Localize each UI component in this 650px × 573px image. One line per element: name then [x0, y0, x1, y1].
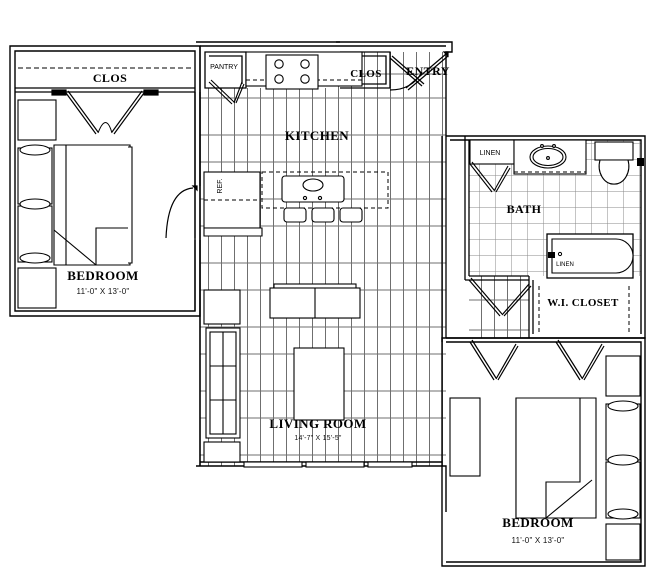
pillow-lower: [607, 508, 639, 520]
room-label-living-room: LIVING ROOM: [269, 416, 366, 431]
linen-closet-upper-door: [469, 161, 511, 193]
nightstand-upper: [605, 355, 641, 397]
kitchen-island: [281, 175, 345, 203]
living-room-furniture: [203, 283, 361, 463]
pillow-lower: [19, 252, 51, 264]
toilet-paper-holder: [637, 158, 644, 166]
bar-stool: [283, 207, 307, 223]
bath-hall-wood-floor: [469, 276, 529, 338]
pillow-upper: [607, 400, 639, 412]
bed-edge: [128, 146, 133, 264]
kitchen-area: [203, 51, 389, 237]
room-dimension-bedroom-right: 11'-0" X 13'-0": [512, 536, 565, 545]
label-entry: ENTRY: [406, 64, 450, 78]
bar-stool: [311, 207, 335, 223]
interior-walls: [15, 51, 534, 466]
wi-closet-area: [538, 286, 630, 332]
pantry-door: [208, 79, 245, 105]
tub-drain: [548, 252, 555, 258]
bar-stools: [283, 207, 363, 223]
bed-duvet: [515, 397, 581, 519]
room-dimension-bedroom-left: 11'-0" X 13'-0": [77, 287, 130, 296]
room-label-wi-closet: W.I. CLOSET: [547, 297, 619, 309]
entry-area: [389, 51, 449, 91]
nightstand-lower: [605, 523, 641, 561]
bath-area: [468, 139, 644, 317]
bed-duvet: [65, 144, 131, 266]
label-refrigerator: REF.: [217, 178, 224, 193]
pillow-mid: [607, 454, 639, 466]
pillow-mid: [19, 198, 51, 210]
sink-fixture: [302, 178, 324, 192]
bedroom-left-furniture: [17, 99, 133, 309]
nightstand-upper: [17, 99, 57, 141]
bathtub-fixture: [546, 233, 634, 279]
toilet-fixture: [594, 141, 634, 185]
pillow-box-upper: [605, 403, 641, 461]
room-label-bedroom-right: BEDROOM: [502, 515, 573, 530]
dresser: [449, 397, 481, 477]
side-table-upper: [203, 289, 241, 325]
linen-closet-upper: [469, 139, 515, 165]
kitchen-lower-counter: [203, 227, 263, 237]
label-closet-bedroom-left: CLOS: [93, 71, 127, 85]
label-pantry: PANTRY: [210, 64, 238, 71]
bath-door: [468, 277, 532, 317]
window: [367, 461, 413, 468]
label-linen-upper: LINEN: [480, 150, 501, 157]
cooktop-four-burner: [265, 54, 319, 90]
window: [305, 461, 365, 468]
bed-fold-line: [545, 479, 593, 519]
small-labels: CLOS CLOS ENTRY PANTRY REF. LINEN LINEN: [93, 64, 574, 268]
living-room-windows: [243, 461, 413, 468]
window: [243, 461, 303, 468]
room-label-kitchen: KITCHEN: [285, 128, 349, 143]
closet-bifold-doors: [51, 89, 159, 135]
coat-closet-door-panel: [389, 57, 423, 87]
closet-bedroom-left: [18, 67, 192, 135]
area-rug: [293, 347, 345, 421]
bedroom-right-furniture: [449, 355, 641, 561]
entry-door-panel: [405, 53, 447, 89]
pillow-upper: [19, 144, 51, 156]
side-table-lower: [203, 441, 241, 463]
room-dimension-living-room: 14'-7" X 15'-5": [294, 435, 342, 442]
room-label-bath: BATH: [507, 202, 542, 216]
bedroom-right-doors: [469, 339, 605, 381]
bath-vanity: [513, 139, 587, 175]
room-labels: BEDROOM 11'-0" X 13'-0" BEDROOM 11'-0" X…: [67, 128, 619, 545]
label-linen-lower: LINEN: [556, 262, 574, 268]
bedroom-left-door: [165, 185, 198, 239]
room-label-bedroom-left: BEDROOM: [67, 268, 138, 283]
pillow-box-upper: [17, 147, 53, 205]
label-closet-entry: CLOS: [350, 68, 382, 80]
bed-fold-line: [53, 229, 97, 266]
tub-faucet: [557, 251, 563, 257]
bar-stool: [339, 207, 363, 223]
nightstand-lower: [17, 267, 57, 309]
